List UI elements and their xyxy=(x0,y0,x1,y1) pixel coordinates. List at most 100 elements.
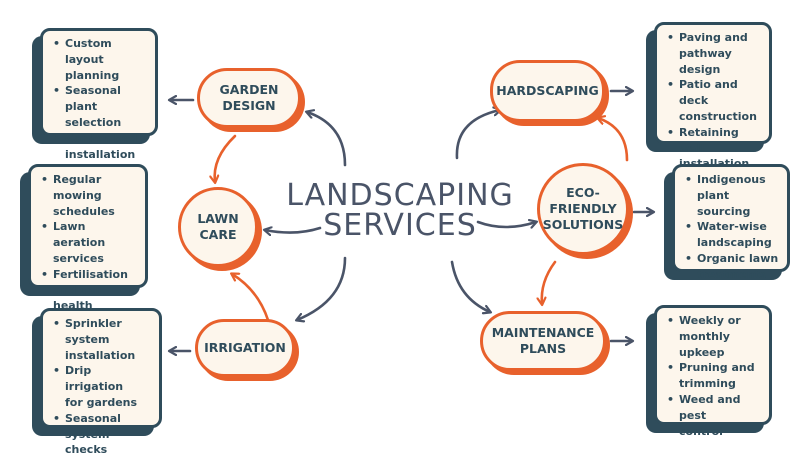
list-item-line: Patio and deck xyxy=(679,78,738,108)
list-item-line: monthly xyxy=(679,329,730,343)
node-garden-design-line-2: DESIGN xyxy=(222,98,276,113)
card-garden-design: Custom layoutplanningSeasonal plantselec… xyxy=(32,28,158,161)
node-hardscaping: HARDSCAPING xyxy=(490,60,605,122)
card-body: Paving andpathwaydesignPatio and deckcon… xyxy=(654,22,772,170)
list-item: Weed and pest control xyxy=(667,392,763,439)
list-item-line: Fertilisation xyxy=(53,267,128,281)
node-lawn-care-line-2: CARE xyxy=(199,227,237,242)
list-item-line: system xyxy=(65,332,110,346)
node-lawn-care: LAWN CARE xyxy=(178,187,258,267)
arrow-center-to-lawn-care xyxy=(265,228,322,233)
card-list: Paving andpathwaydesignPatio and deckcon… xyxy=(657,25,769,172)
card-body: RegularmowingschedulesLawn aerationservi… xyxy=(28,164,148,312)
list-item: Regular mowing schedules xyxy=(41,172,139,219)
card-irrigation: SprinklersysteminstallationDrip irrigati… xyxy=(32,308,162,456)
node-eco-friendly-line-1: ECO- xyxy=(566,185,600,200)
list-item-line: mowing xyxy=(53,188,102,202)
arrow-eco-friendly-to-hardscaping xyxy=(598,118,629,162)
node-maintenance-plans: MAINTENANCE PLANS xyxy=(480,311,606,371)
list-item: Organic lawn treatments xyxy=(685,251,781,283)
list-item-line: construction xyxy=(679,109,757,123)
list-item-line: Weekly or xyxy=(679,314,741,327)
list-item-line: selection xyxy=(65,115,122,129)
arrow-center-to-garden-design xyxy=(307,112,347,167)
list-item-line: for gardens xyxy=(65,395,138,409)
card-list: RegularmowingschedulesLawn aerationservi… xyxy=(31,167,145,314)
arrow-center-to-hardscaping xyxy=(455,110,500,160)
list-item-line: design xyxy=(679,62,721,76)
card-body: SprinklersysteminstallationDrip irrigati… xyxy=(40,308,162,456)
card-eco-friendly: Indigenous plant sourcingWater-wise landsc… xyxy=(664,164,790,281)
node-irrigation-line-1: IRRIGATION xyxy=(204,340,286,355)
list-item-line: schedules xyxy=(53,204,115,218)
list-item-line: Drip irrigation xyxy=(65,364,124,394)
list-item-line: Lawn aeration xyxy=(53,220,106,250)
list-item-line: Seasonal xyxy=(65,411,121,425)
list-item-line: control xyxy=(679,424,723,438)
arrow-irrigation-to-lawn-care xyxy=(232,274,270,322)
card-list: Weekly or monthly upkeepPruning andtrimmin… xyxy=(657,308,769,439)
arrow-eco-friendly-to-maintenance xyxy=(542,260,557,304)
node-hardscaping-line-1: HARDSCAPING xyxy=(496,83,599,98)
arrow-garden-design-to-lawn-care xyxy=(215,134,237,182)
list-item-line: plant sourcing xyxy=(697,188,751,218)
list-item-line: pathway xyxy=(679,46,732,60)
list-item-line: installation xyxy=(65,147,136,161)
list-item-line: planning xyxy=(65,68,120,82)
node-lawn-care-line-1: LAWN xyxy=(197,211,239,226)
center-title-line-1: LANDSCAPING xyxy=(286,178,514,213)
list-item-line: Seasonal plant xyxy=(65,84,121,114)
node-irrigation: IRRIGATION xyxy=(195,319,295,377)
arrow-center-to-irrigation xyxy=(297,256,347,320)
list-item-line: system checks xyxy=(65,427,110,457)
list-item-line: Sprinkler xyxy=(65,317,122,330)
node-garden-design: GARDEN DESIGN xyxy=(197,68,301,128)
node-maintenance-plans-line-1: MAINTENANCE xyxy=(491,325,595,340)
list-item-line: Water-wise xyxy=(697,220,767,234)
card-list: Custom layoutplanningSeasonal plantselec… xyxy=(43,31,155,162)
list-item: Seasonal system checks xyxy=(53,411,153,458)
list-item-line: Paving and xyxy=(679,31,748,44)
center-title-line-2: SERVICES xyxy=(323,208,477,243)
node-eco-friendly-line-3: SOLUTIONS xyxy=(542,217,624,232)
arrow-center-to-eco-friendly xyxy=(476,222,536,227)
list-item-line: Indigenous xyxy=(697,173,766,186)
list-item-line: Retaining wall xyxy=(679,125,739,155)
list-item: Weekly or monthly upkeep xyxy=(667,313,763,360)
list-item-line: services xyxy=(53,251,104,265)
node-garden-design-line-1: GARDEN xyxy=(219,82,279,97)
list-item-line: installation xyxy=(65,348,136,362)
arrow-center-to-maintenance xyxy=(450,260,490,312)
list-item-line: trimming xyxy=(679,377,736,391)
list-item-line: upkeep xyxy=(679,345,725,359)
node-eco-friendly-line-2: FRIENDLY xyxy=(549,201,617,216)
list-item-line: landscaping xyxy=(697,236,772,250)
center-title: LANDSCAPING SERVICES xyxy=(280,181,520,241)
list-item-line: Garden bed xyxy=(65,131,138,145)
card-list: Indigenous plant sourcingWater-wise landsc… xyxy=(675,167,787,283)
list-item: Garden bed installation xyxy=(53,131,149,163)
list-item-line: Regular xyxy=(53,173,102,186)
card-maintenance-plans: Weekly or monthly upkeepPruning andtrimmin… xyxy=(646,305,772,438)
list-item: Indigenous plant sourcing xyxy=(685,172,781,219)
list-item-line: treatments xyxy=(697,267,767,281)
card-body: Custom layoutplanningSeasonal plantselec… xyxy=(40,28,158,161)
node-maintenance-plans-line-2: PLANS xyxy=(519,341,567,356)
list-item-line: Organic lawn xyxy=(697,251,779,265)
list-item: Custom layout planning xyxy=(53,36,149,83)
list-item-line: Custom layout xyxy=(65,37,112,66)
list-item-line: Weed and pest xyxy=(679,392,741,422)
list-item: Sprinkler system installation xyxy=(53,316,153,363)
card-body: Indigenous plant sourcingWater-wise landsc… xyxy=(672,164,790,281)
list-item: Paving and pathway design xyxy=(667,30,763,77)
list-item: Water-wise landscaping xyxy=(685,219,781,251)
card-hardscaping: Paving andpathwaydesignPatio and deckcon… xyxy=(646,22,772,170)
node-eco-friendly: ECO- FRIENDLY SOLUTIONS xyxy=(537,163,629,255)
card-body: Weekly or monthly upkeepPruning andtrimmin… xyxy=(654,305,772,438)
